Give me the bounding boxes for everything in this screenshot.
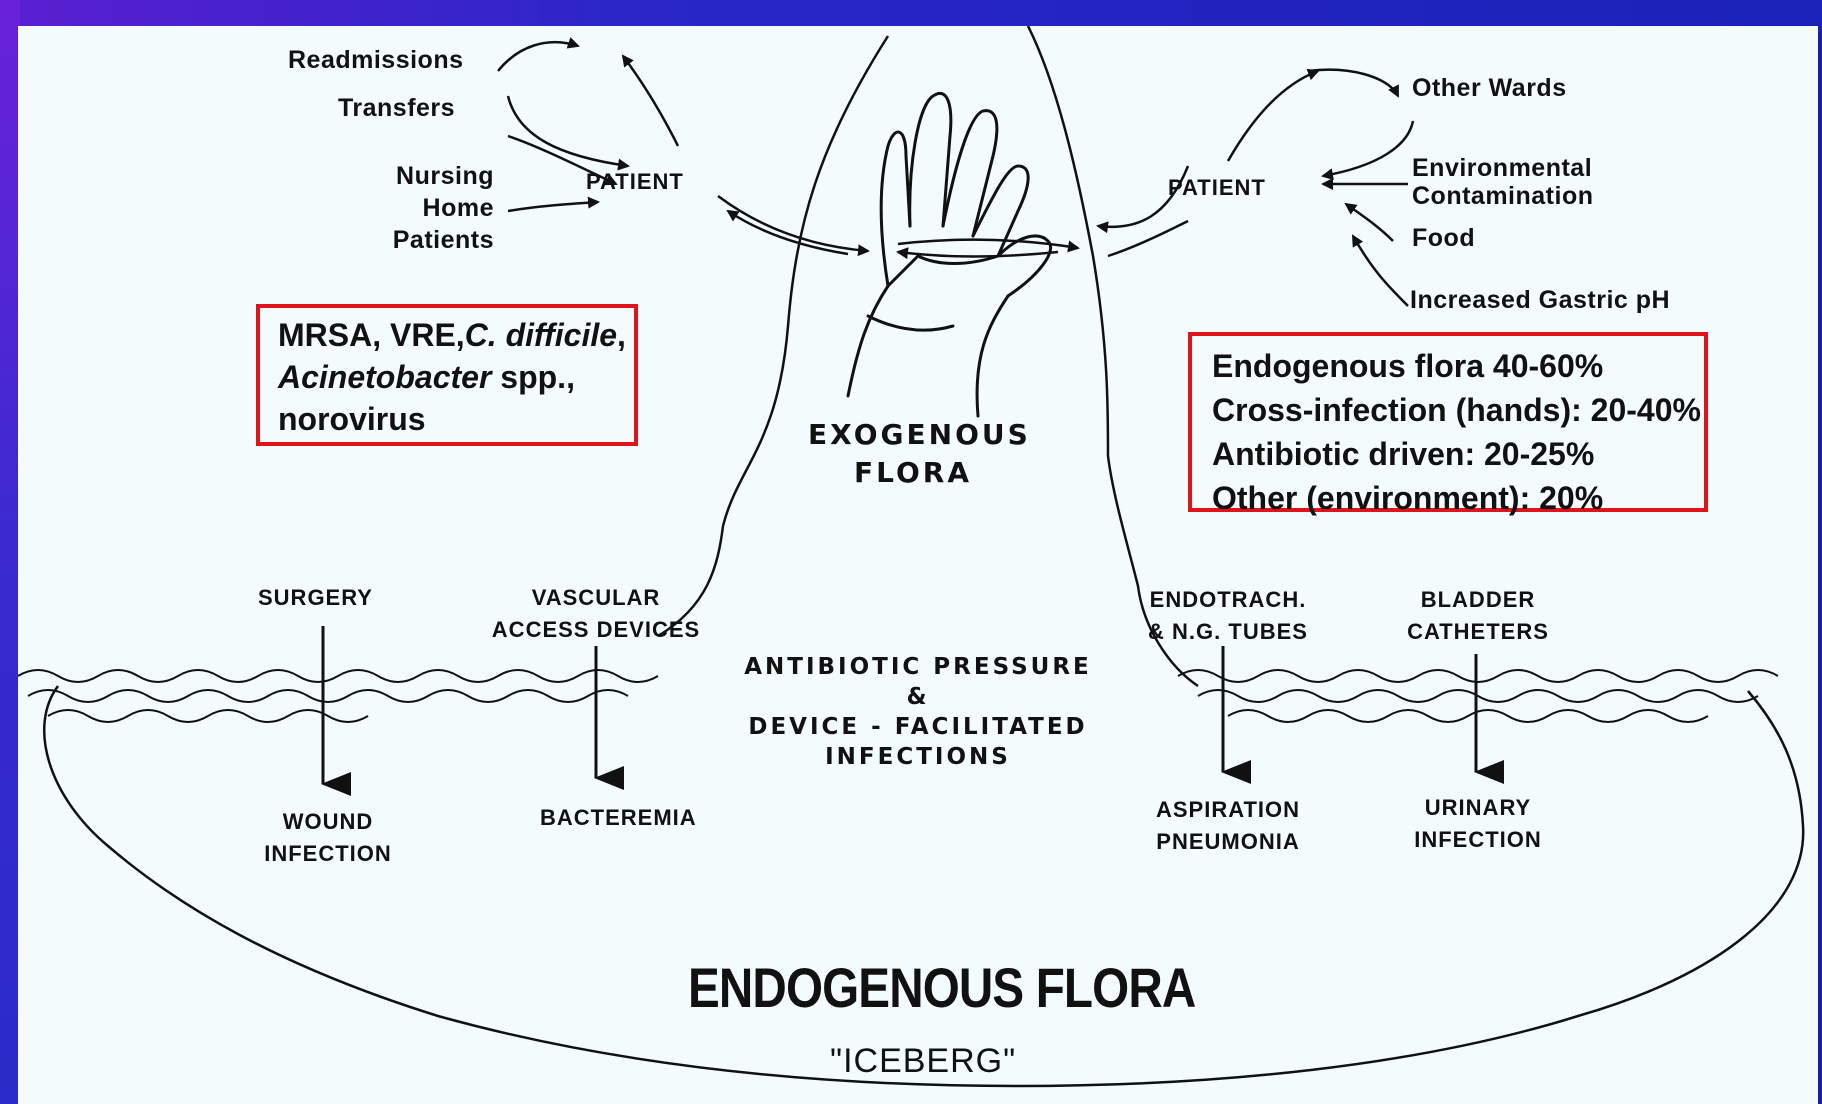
label-readmissions: Readmissions [288,44,464,76]
label-vascular-access-devices: VASCULAR ACCESS DEVICES [486,582,706,646]
label-patient-right: PATIENT [1168,172,1266,204]
label-endotrach-ng-tubes: ENDOTRACH. & N.G. TUBES [1138,584,1318,648]
pathogens-line-2: Acinetobacter spp., [278,356,616,398]
diagram-canvas: Readmissions Transfers Nursing Home Pati… [18,26,1818,1104]
label-nursing-home-patients: Nursing Home Patients [318,160,494,256]
pathogens-line-1: MRSA, VRE,C. difficile, [278,314,616,356]
label-iceberg: "ICEBERG" [830,1042,1016,1081]
label-aspiration-pneumonia: ASPIRATION PNEUMONIA [1138,794,1318,858]
pathogens-box: MRSA, VRE,C. difficile, Acinetobacter sp… [256,304,638,446]
infection-source-box: Endogenous flora 40-60% Cross-infection … [1188,332,1708,512]
left-patient-arrows [498,42,1078,256]
frame-left-border [0,0,20,1104]
label-food: Food [1412,222,1475,254]
label-increased-gastric-ph: Increased Gastric pH [1410,284,1670,316]
label-bladder-catheters: BLADDER CATHETERS [1388,584,1568,648]
source-line-4: Other (environment): 20% [1212,476,1684,520]
label-exogenous-flora: EXOGENOUS FLORA [808,416,1018,492]
label-surgery: SURGERY [258,582,373,614]
source-line-3: Antibiotic driven: 20-25% [1212,432,1684,476]
label-patient-left: PATIENT [586,166,684,198]
waves-right [1178,670,1778,722]
label-transfers: Transfers [338,92,455,124]
pathogens-line-3: norovirus [278,398,616,440]
iceberg-tip-outline [723,26,1198,686]
label-environmental-contamination: Environmental Contamination [1412,154,1594,210]
source-line-2: Cross-infection (hands): 20-40% [1212,388,1684,432]
label-bacteremia: BACTEREMIA [540,802,697,834]
source-line-1: Endogenous flora 40-60% [1212,344,1684,388]
label-other-wards: Other Wards [1412,72,1567,104]
waves-left [18,670,658,722]
label-urinary-infection: URINARY INFECTION [1398,792,1558,856]
label-endogenous-flora: ENDOGENOUS FLORA [688,956,1195,1020]
label-antibiotic-pressure: ANTIBIOTIC PRESSURE & DEVICE - FACILITAT… [708,652,1128,772]
label-wound-infection: WOUND INFECTION [258,806,398,870]
